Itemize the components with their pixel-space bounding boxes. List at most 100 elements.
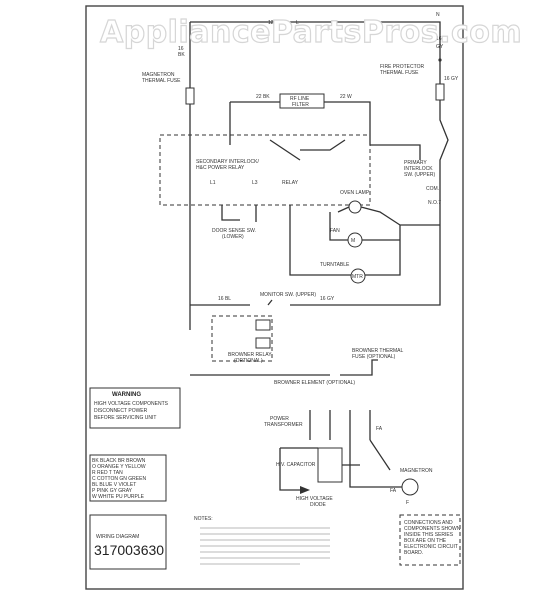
turntable-label: TURNTABLE	[320, 262, 350, 268]
no7-label: N.O.7	[428, 200, 441, 206]
corner-note-4: BOX ARE ON THE	[404, 538, 447, 544]
magnetron-thermal-fuse	[185, 87, 195, 105]
fan-label: FAN	[330, 228, 340, 234]
node	[438, 58, 442, 62]
monitor-wires	[190, 210, 441, 306]
power-transformer-label: POWER	[270, 416, 289, 422]
watermark: AppliancePartsPros.com	[100, 15, 522, 50]
legend-row-6: W WHITE PU PURPLE	[92, 494, 145, 500]
legend-row-5: P PINK GY GRAY	[92, 488, 133, 494]
magnetron-label: MAGNETRON	[400, 468, 433, 474]
legend-row-3: C COTTON GN GREEN	[92, 476, 146, 482]
hv-wires	[279, 447, 360, 491]
relay-board	[159, 134, 371, 206]
wire-bk: BK	[178, 52, 185, 58]
relay-label: RELAY	[282, 180, 299, 186]
magnetron-fuse-label: MAGNETRON	[142, 72, 175, 78]
monitor-sw-label: MONITOR SW. (UPPER)	[260, 292, 316, 298]
secondary-interlock-label: SECONDARY INTERLOCK/	[196, 159, 259, 165]
notes-lines	[200, 527, 330, 565]
hv-diode-label: HIGH VOLTAGE	[296, 496, 333, 502]
primary-wires	[370, 144, 441, 210]
wire-22bk: 22 BK	[256, 94, 270, 100]
turntable-glyph: MTR	[352, 274, 363, 280]
legend-row-2: R RED T TAN	[92, 470, 123, 476]
warning-line-3: BEFORE SERVICING UNIT	[94, 415, 156, 421]
power-transformer-label-2: TRANSFORMER	[264, 422, 303, 428]
oven-lamp-label: OVEN LAMP	[340, 190, 370, 196]
corner-note-6: BOARD.	[404, 550, 423, 556]
warning-title: WARNING	[112, 392, 141, 398]
corner-note-box	[399, 514, 461, 566]
browner-relay-box	[211, 315, 273, 362]
fire-fuse-label: FIRE PROTECTOR	[380, 64, 424, 70]
wire-16gy-2: 16 GY	[320, 296, 335, 302]
door-sense-wires	[221, 205, 257, 222]
primary-interlock-label: PRIMARY	[404, 160, 427, 166]
warning-line-1: HIGH VOLTAGE COMPONENTS	[94, 401, 169, 407]
corner-note-2: COMPONENTS SHOWN	[404, 526, 461, 532]
supply-l-label: L	[296, 20, 299, 26]
l3-label: L3	[252, 180, 258, 186]
browner-element-label: BROWNER ELEMENT (OPTIONAL)	[274, 380, 355, 386]
title-block	[89, 514, 167, 570]
primary-interlock-label-2: INTERLOCK	[404, 166, 433, 172]
hv-capacitor	[317, 447, 343, 483]
title-block-label: WIRING DIAGRAM	[96, 534, 139, 540]
transformer-windings	[309, 410, 371, 440]
supply-gauge: 16	[436, 36, 442, 42]
diagram-frame	[85, 5, 464, 590]
wire-16bk: 16	[178, 46, 184, 52]
magnetron-fa: FA	[390, 488, 397, 494]
wire-16bl: 16 BL	[218, 296, 231, 302]
com-label: COM.	[426, 186, 439, 192]
fa-label: FA	[376, 426, 383, 432]
hv-diode	[300, 486, 310, 494]
browner-relay-coil	[255, 319, 271, 331]
l1-label: L1	[210, 180, 216, 186]
rf-filter-label: RF LINE	[290, 96, 310, 102]
fire-protector-fuse	[435, 83, 445, 101]
corner-note-1: CONNECTIONS AND	[404, 520, 453, 526]
wire-16gy: 16 GY	[444, 76, 459, 82]
filter-wires	[230, 101, 371, 145]
oven-lamp	[348, 200, 362, 214]
fan-motor-glyph: M	[351, 238, 355, 244]
magnetron-fuse-label-2: THERMAL FUSE	[142, 78, 181, 84]
relay-contacts	[269, 139, 346, 161]
supply-n-label: N	[436, 12, 440, 18]
magnetron-wires	[349, 439, 402, 488]
warning-box	[89, 387, 181, 429]
secondary-interlock-label-2: H&C POWER RELAY	[196, 165, 245, 171]
magnetron	[401, 478, 419, 496]
legend-rows: BK BLACK BR BROWN O ORANGE Y YELLOW R RE…	[92, 458, 146, 500]
rf-filter-label-2: FILTER	[292, 102, 309, 108]
title-block-number: 317003630	[94, 542, 164, 558]
corner-note-5: ELECTRONIC CIRCUIT	[404, 544, 458, 550]
primary-interlock-label-3: SW. (UPPER)	[404, 172, 435, 178]
warning-line-2: DISCONNECT POWER	[94, 408, 148, 414]
supply-voltage-label: 120 VAC	[268, 20, 288, 26]
notes-title: NOTES:	[194, 516, 213, 522]
rf-line-filter	[279, 93, 325, 109]
corner-note-3: INSIDE THIS SERIES	[404, 532, 454, 538]
browner-relay-label-2: (OPTIONAL)	[234, 358, 263, 364]
supply-wire	[189, 21, 441, 330]
browner-wires	[190, 359, 378, 376]
load-wires	[289, 205, 440, 276]
legend-row-4: BL BLUE V VIOLET	[92, 482, 136, 488]
wire-22w: 22 W	[340, 94, 352, 100]
door-sense-label: DOOR SENSE SW.	[212, 228, 256, 234]
fire-fuse-label-2: THERMAL FUSE	[380, 70, 419, 76]
hv-capacitor-label: H.V. CAPACITOR	[276, 462, 316, 468]
browner-thermal-label-2: FUSE (OPTIONAL)	[352, 354, 396, 360]
magnetron-f: F	[406, 500, 409, 506]
browner-relay-coil-2	[255, 337, 271, 349]
turntable-motor	[350, 268, 366, 284]
browner-relay-label: BROWNER RELAY	[228, 352, 272, 358]
legend-row-1: O ORANGE Y YELLOW	[92, 464, 146, 470]
door-sense-label-2: (LOWER)	[222, 234, 244, 240]
color-code-legend	[89, 454, 167, 502]
hv-diode-label-2: DIODE	[310, 502, 327, 508]
